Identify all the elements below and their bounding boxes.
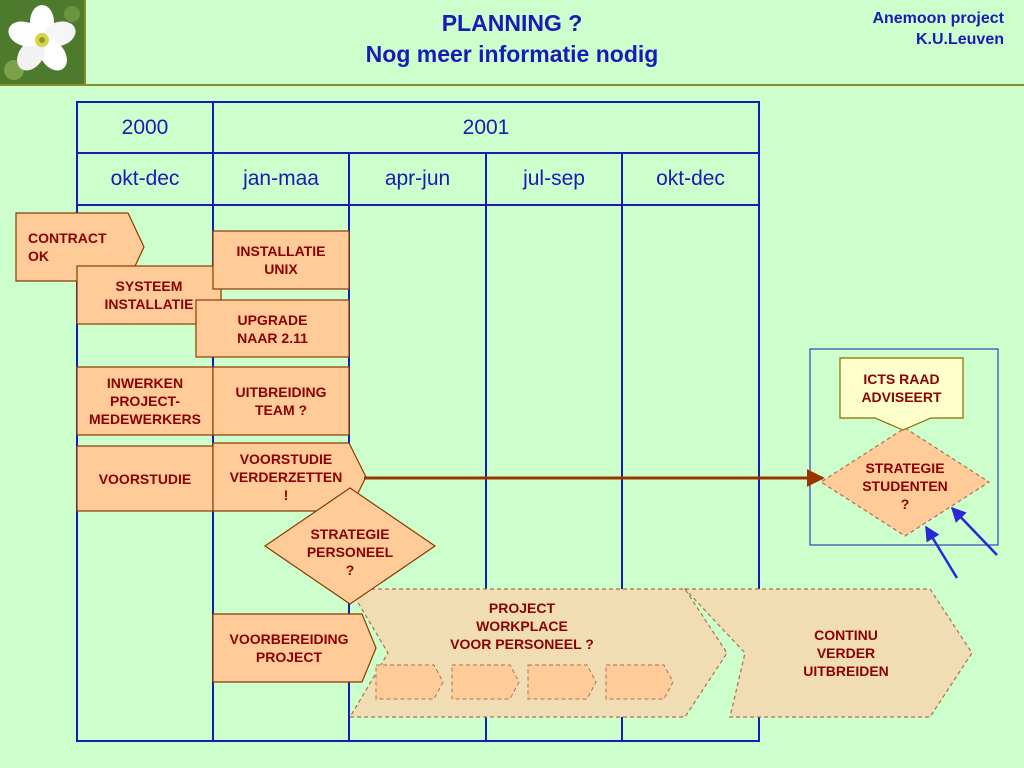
header-divider bbox=[0, 84, 1024, 86]
quarter-jul-sep: jul-sep bbox=[523, 167, 585, 190]
anemone-flower-icon bbox=[0, 0, 86, 84]
student-strategy-frame bbox=[809, 348, 999, 546]
contract-ok-label: CONTRACT OK bbox=[28, 230, 107, 264]
upgrade-label: UPGRADE NAAR 2.11 bbox=[237, 311, 308, 346]
small-chevron-2 bbox=[451, 664, 520, 700]
blue-arrow-2 bbox=[950, 506, 998, 556]
icts-raad-callout bbox=[839, 357, 964, 431]
page-title: PLANNING ? Nog meer informatie nodig bbox=[200, 8, 824, 70]
voorstudie-label: VOORSTUDIE bbox=[98, 470, 192, 487]
quarter-okt-dec-2000: okt-dec bbox=[110, 167, 180, 190]
inwerken-shape bbox=[76, 366, 214, 436]
continu-label: CONTINU VERDER UITBREIDEN bbox=[803, 627, 889, 679]
uitbreiding-team-label: UITBREIDING TEAM ? bbox=[235, 384, 327, 418]
quarter-okt-dec-2001: okt-dec bbox=[656, 167, 725, 190]
installatie-unix-shape bbox=[212, 230, 350, 290]
voorbereiding-project-shape bbox=[212, 613, 377, 683]
organization-label: Anemoon project K.U.Leuven bbox=[872, 8, 1004, 50]
small-chevron-3 bbox=[527, 664, 597, 700]
upgrade-shape bbox=[195, 299, 350, 358]
title-line-1: PLANNING ? bbox=[441, 10, 583, 36]
small-chevron-4 bbox=[605, 664, 674, 700]
org-line-2: K.U.Leuven bbox=[915, 31, 1004, 48]
quarter-jan-maa: jan-maa bbox=[243, 167, 319, 190]
uitbreiding-team-shape bbox=[212, 366, 350, 436]
installatie-unix-label: INSTALLATIE UNIX bbox=[236, 243, 326, 277]
project-workplace-label: PROJECT WORKPLACE VOOR PERSONEEL ? bbox=[450, 600, 594, 652]
small-chevron-1 bbox=[375, 664, 444, 700]
inwerken-label: INWERKEN PROJECT- MEDEWERKERS bbox=[88, 375, 201, 427]
strategie-personeel-label: STRATEGIE PERSONEEL ? bbox=[306, 526, 394, 578]
systeem-installatie-label: SYSTEEM INSTALLATIE bbox=[104, 278, 194, 312]
strategie-personeel-diamond bbox=[263, 487, 437, 605]
voorbereiding-project-label: VOORBEREIDING PROJECT bbox=[229, 631, 349, 665]
icts-raad-label: ICTS RAAD ADVISEERT bbox=[861, 371, 942, 405]
strategie-studenten-label: STRATEGIE STUDENTEN ? bbox=[862, 460, 948, 512]
continu-chevron bbox=[683, 588, 973, 718]
strategie-studenten-diamond bbox=[819, 427, 991, 537]
voorstudie-verderzetten-label: VOORSTUDIE VERDERZETTEN ! bbox=[229, 451, 343, 503]
year-2000: 2000 bbox=[121, 115, 169, 139]
voorstudie-shape bbox=[76, 445, 214, 512]
contract-ok-shape bbox=[15, 212, 145, 282]
quarter-apr-jun: apr-jun bbox=[384, 167, 451, 190]
blue-arrow-1 bbox=[924, 525, 959, 579]
year-2001: 2001 bbox=[462, 115, 510, 139]
org-line-1: Anemoon project bbox=[872, 10, 1004, 27]
title-line-2: Nog meer informatie nodig bbox=[365, 41, 659, 67]
